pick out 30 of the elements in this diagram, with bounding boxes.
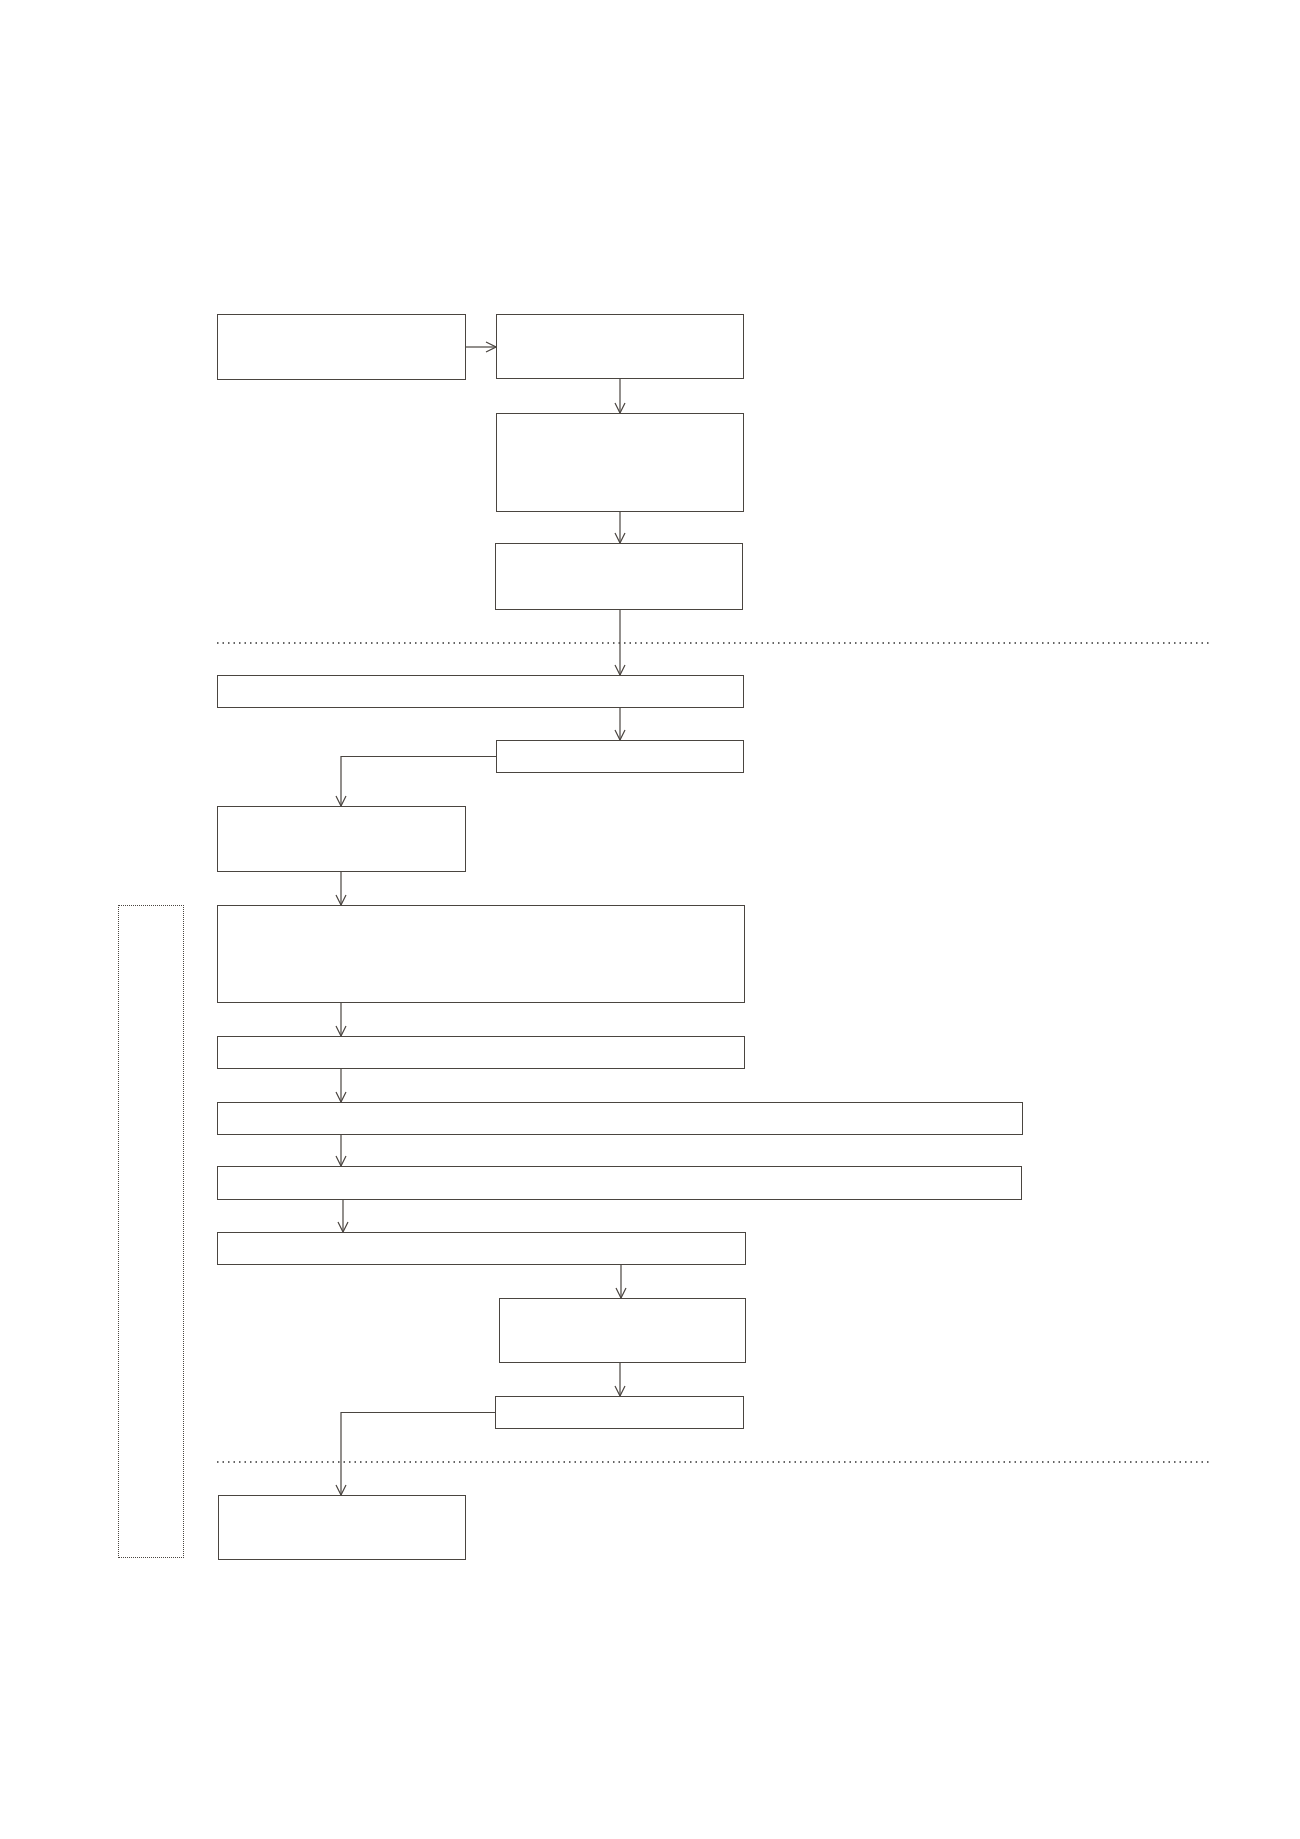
- empty-box: [495, 543, 743, 610]
- empty-box: [496, 413, 744, 512]
- dotted-frame: [118, 905, 184, 1558]
- empty-box: [217, 1102, 1023, 1135]
- empty-box: [217, 675, 744, 708]
- arrow: [335, 755, 497, 807]
- arrow: [335, 1002, 347, 1037]
- arrow: [614, 707, 626, 741]
- empty-box: [217, 1166, 1022, 1200]
- arrow: [614, 609, 626, 676]
- arrow: [335, 871, 347, 906]
- empty-box: [217, 905, 745, 1003]
- arrow: [465, 341, 497, 353]
- arrow: [614, 1362, 626, 1397]
- arrow: [614, 378, 626, 414]
- empty-box: [217, 314, 466, 380]
- empty-box: [217, 806, 466, 872]
- arrow: [335, 1068, 347, 1103]
- empty-box: [496, 314, 744, 379]
- empty-box: [499, 1298, 746, 1363]
- arrow: [615, 1264, 627, 1299]
- arrow: [335, 1134, 347, 1167]
- arrow: [614, 511, 626, 544]
- empty-box: [495, 1396, 744, 1429]
- empty-box: [217, 1036, 745, 1069]
- arrow: [335, 1411, 496, 1496]
- empty-box: [217, 1232, 746, 1265]
- empty-box: [218, 1495, 466, 1560]
- arrow: [337, 1199, 349, 1233]
- empty-box: [496, 740, 744, 773]
